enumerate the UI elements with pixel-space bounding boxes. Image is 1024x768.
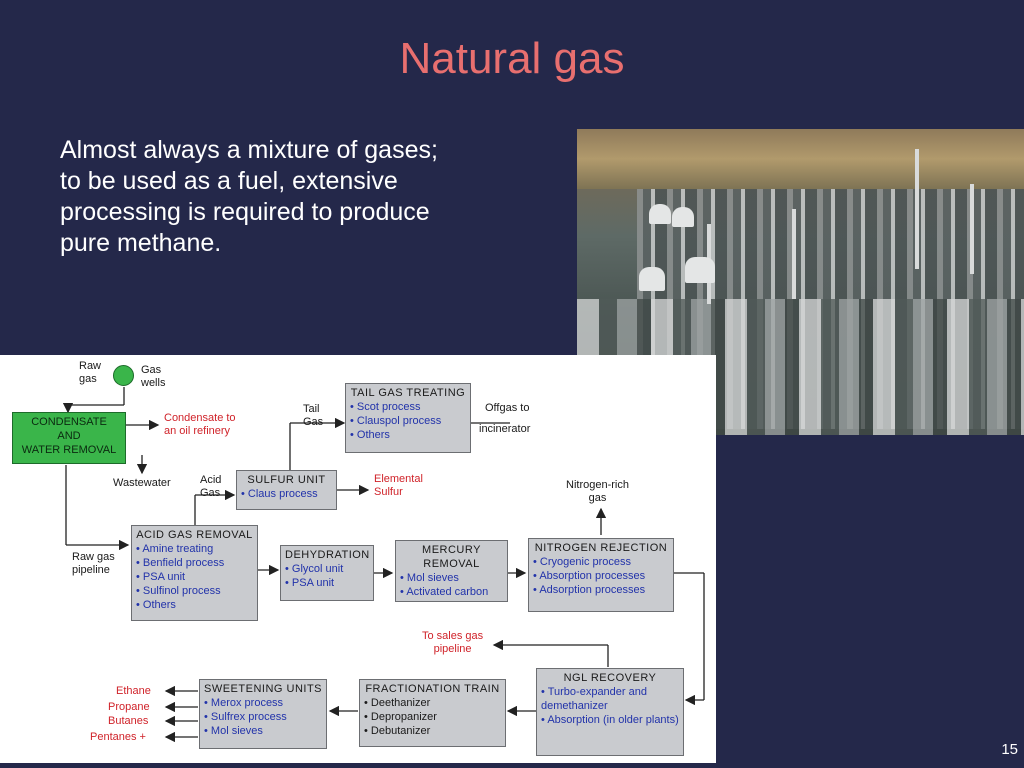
- list-item: Sulfrex process: [204, 710, 322, 724]
- label-incinerator: incinerator: [479, 423, 531, 435]
- label-raw-gas: Raw gas: [79, 360, 102, 385]
- list-item: Adsorption processes: [533, 583, 669, 597]
- list-item: PSA unit: [285, 576, 369, 590]
- box-fractionation-train: FRACTIONATION TRAIN Deethanizer Depropan…: [359, 679, 506, 747]
- box-sulfur-unit: SULFUR UNIT Claus process: [236, 470, 337, 510]
- list-item: Mol sieves: [400, 571, 503, 585]
- list-item: Sulfinol process: [136, 584, 253, 598]
- list-item: Amine treating: [136, 542, 253, 556]
- list-item: Absorption (in older plants): [541, 713, 679, 727]
- box-sweetening-units: SWEETENING UNITS Merox process Sulfrex p…: [199, 679, 327, 749]
- label-offgas: Offgas to: [485, 402, 530, 414]
- list-item: Benfield process: [136, 556, 253, 570]
- list-item: Claus process: [241, 487, 332, 501]
- slide-body-text: Almost always a mixture of gases; to be …: [60, 136, 438, 257]
- list-item: PSA unit: [136, 570, 253, 584]
- slide-title: Natural gas: [399, 34, 625, 83]
- box-title: SWEETENING UNITS: [204, 683, 323, 695]
- box-title: DEHYDRATION: [285, 549, 370, 561]
- gas-processing-flow-diagram: Raw gas Gas wells CONDENSATE AND WATER R…: [0, 355, 716, 763]
- list-item: Debutanizer: [364, 724, 501, 738]
- box-acid-gas-removal: ACID GAS REMOVAL Amine treating Benfield…: [131, 525, 258, 621]
- list-item: Deethanizer: [364, 696, 501, 710]
- box-title: SULFUR UNIT: [247, 474, 326, 486]
- list-item: Clauspol process: [350, 414, 466, 428]
- label-elemental-sulfur: Elemental Sulfur: [374, 473, 423, 498]
- box-title: NGL RECOVERY: [563, 672, 657, 684]
- list-item: Others: [350, 428, 466, 442]
- box-title: FRACTIONATION TRAIN: [365, 683, 500, 695]
- label-wastewater: Wastewater: [113, 477, 171, 489]
- label-butanes: Butanes: [108, 715, 149, 727]
- list-item: Cryogenic process: [533, 555, 669, 569]
- list-item: Scot process: [350, 400, 466, 414]
- label-condensate-refinery: Condensate to an oil refinery: [164, 412, 236, 437]
- label-pentanes: Pentanes +: [90, 731, 146, 743]
- label-ethane: Ethane: [116, 685, 151, 697]
- label-acid-gas: Acid Gas: [200, 474, 222, 499]
- box-condensate-water-removal: CONDENSATE AND WATER REMOVAL: [12, 412, 126, 464]
- list-item: Glycol unit: [285, 562, 369, 576]
- box-nitrogen-rejection: NITROGEN REJECTION Cryogenic process Abs…: [528, 538, 674, 612]
- gas-wells-icon: [113, 365, 134, 386]
- list-item: Activated carbon: [400, 585, 503, 599]
- list-item: Depropanizer: [364, 710, 501, 724]
- box-title: ACID GAS REMOVAL: [136, 529, 253, 541]
- list-item: Merox process: [204, 696, 322, 710]
- box-dehydration: DEHYDRATION Glycol unit PSA unit: [280, 545, 374, 601]
- slide-number: 15: [1001, 741, 1018, 758]
- box-title: MERCURY REMOVAL: [422, 544, 481, 570]
- label-gas-wells: Gas wells: [141, 364, 166, 389]
- box-title: NITROGEN REJECTION: [534, 542, 668, 554]
- list-item: Absorption processes: [533, 569, 669, 583]
- box-title: TAIL GAS TREATING: [350, 387, 466, 399]
- refinery-photo: [577, 129, 1024, 435]
- box-ngl-recovery: NGL RECOVERY Turbo-expander and demethan…: [536, 668, 684, 756]
- label-propane: Propane: [108, 701, 150, 713]
- list-item: Mol sieves: [204, 724, 322, 738]
- box-tail-gas-treating: TAIL GAS TREATING Scot process Clauspol …: [345, 383, 471, 453]
- label-tail-gas: Tail Gas: [303, 403, 324, 428]
- box-mercury-removal: MERCURY REMOVAL Mol sieves Activated car…: [395, 540, 508, 602]
- list-item: Turbo-expander and demethanizer: [541, 685, 679, 713]
- label-to-sales-gas: To sales gas pipeline: [422, 630, 484, 655]
- label-raw-gas-pipeline: Raw gas pipeline: [72, 551, 115, 576]
- list-item: Others: [136, 598, 253, 612]
- label-nitrogen-rich-gas: Nitrogen-rich gas: [566, 479, 629, 504]
